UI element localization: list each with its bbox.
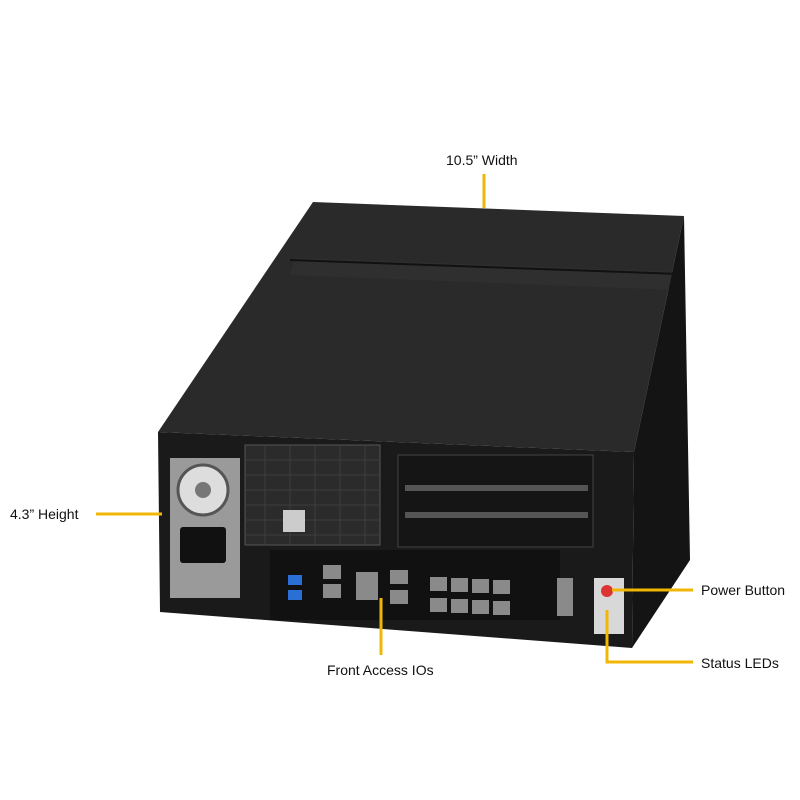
width-label: 10.5” Width: [446, 152, 518, 168]
power-button-icon: [601, 585, 613, 597]
pcie-slots: [397, 454, 594, 548]
fan-grill: [244, 444, 381, 546]
height-label: 4.3” Height: [10, 506, 79, 522]
power-inlet: [180, 527, 226, 563]
chassis-top: [158, 202, 684, 452]
usb-ports: [283, 510, 305, 532]
io-panel: [270, 550, 560, 620]
front-io-label: Front Access IOs: [327, 662, 434, 678]
chassis-side: [632, 216, 690, 648]
power-button-label: Power Button: [701, 582, 786, 598]
status-leds-label: Status LEDs: [701, 655, 779, 671]
leds-callout-line: [605, 610, 693, 664]
